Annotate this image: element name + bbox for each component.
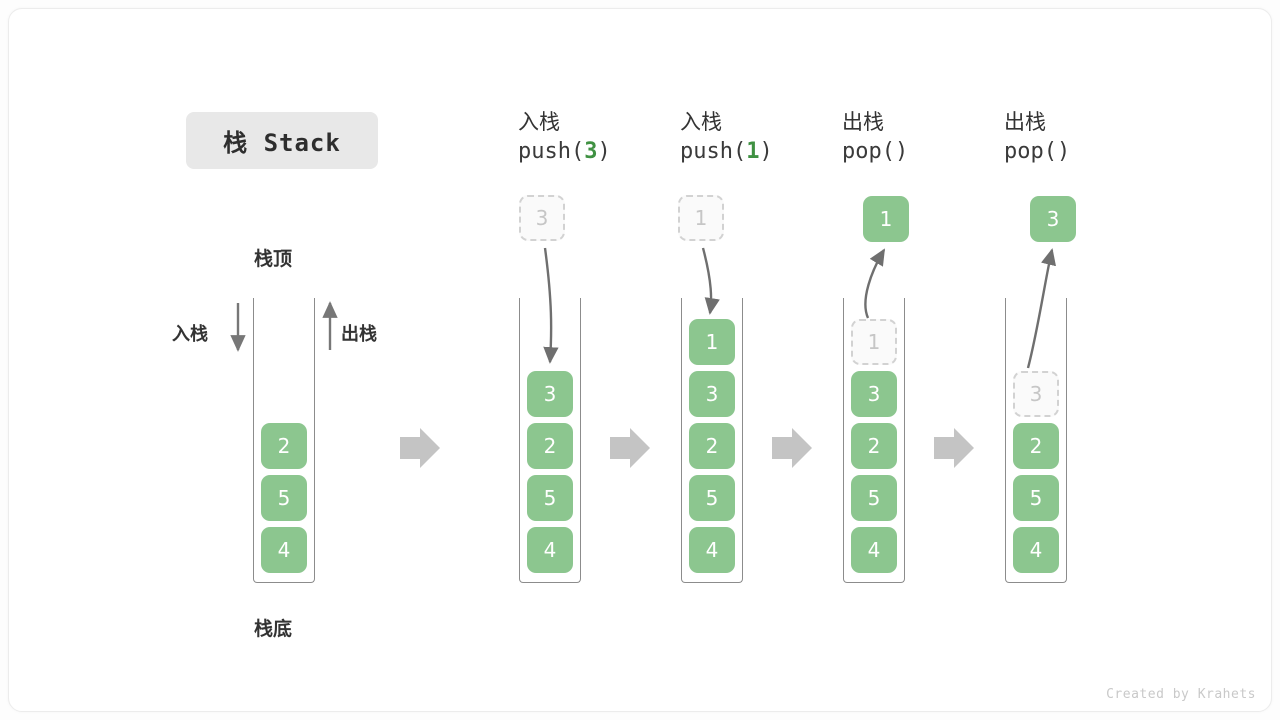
column-header-code: pop() xyxy=(1004,139,1071,164)
stack-column-push-3: 3 2 5 4 xyxy=(519,298,581,583)
stack-item-ghost: 3 xyxy=(1013,371,1059,417)
stack-item: 1 xyxy=(689,319,735,365)
column-header-code: push(1) xyxy=(680,139,773,164)
stack-slots: 3 2 5 4 xyxy=(1006,371,1066,579)
stack-slots: 1 3 2 5 4 xyxy=(844,319,904,579)
code-arg: 3 xyxy=(584,139,598,164)
column-header-zh: 出栈 xyxy=(1004,110,1046,134)
column-header-pop-1: 出栈 pop() xyxy=(842,108,1032,168)
column-header-code: push(3) xyxy=(518,139,611,164)
stack-slots: 1 3 2 5 4 xyxy=(682,319,742,579)
stack-slots: 2 5 4 xyxy=(254,423,314,579)
stack-item: 2 xyxy=(261,423,307,469)
column-header-zh: 出栈 xyxy=(842,110,884,134)
column-header-zh: 入栈 xyxy=(680,110,722,134)
push-direction-label: 入栈 xyxy=(172,324,208,345)
stack-item: 3 xyxy=(689,371,735,417)
column-header-zh: 入栈 xyxy=(518,110,560,134)
stack-item: 3 xyxy=(527,371,573,417)
push-ghost-box-1: 1 xyxy=(678,195,724,241)
stack-item: 4 xyxy=(527,527,573,573)
column-header-code: pop() xyxy=(842,139,909,164)
stack-item: 4 xyxy=(689,527,735,573)
stack-item-ghost: 1 xyxy=(851,319,897,365)
column-header-pop-3: 出栈 pop() xyxy=(1004,108,1194,168)
stack-item: 2 xyxy=(1013,423,1059,469)
stack-item: 2 xyxy=(527,423,573,469)
stack-item: 5 xyxy=(527,475,573,521)
stack-column-pop-1: 1 3 2 5 4 xyxy=(843,298,905,583)
stack-item: 4 xyxy=(851,527,897,573)
stack-item: 5 xyxy=(851,475,897,521)
pop-result-box-1: 1 xyxy=(863,196,909,242)
stack-item: 2 xyxy=(689,423,735,469)
stack-item: 5 xyxy=(261,475,307,521)
pop-result-box-3: 3 xyxy=(1030,196,1076,242)
title-badge: 栈 Stack xyxy=(186,112,378,169)
stack-item: 4 xyxy=(1013,527,1059,573)
pop-direction-label: 出栈 xyxy=(341,324,377,345)
stack-column-push-1: 1 3 2 5 4 xyxy=(681,298,743,583)
stack-column-initial: 2 5 4 xyxy=(253,298,315,583)
stack-item: 3 xyxy=(851,371,897,417)
column-header-push-3: 入栈 push(3) xyxy=(518,108,708,168)
stack-bottom-label: 栈底 xyxy=(254,618,293,640)
credit-text: Created by Krahets xyxy=(1106,687,1256,702)
stack-item: 2 xyxy=(851,423,897,469)
stack-item: 4 xyxy=(261,527,307,573)
stack-item: 5 xyxy=(689,475,735,521)
code-arg: 1 xyxy=(746,139,760,164)
stack-item: 5 xyxy=(1013,475,1059,521)
column-header-push-1: 入栈 push(1) xyxy=(680,108,870,168)
stack-column-pop-3: 3 2 5 4 xyxy=(1005,298,1067,583)
stack-top-label: 栈顶 xyxy=(254,248,293,270)
push-ghost-box-3: 3 xyxy=(519,195,565,241)
stack-slots: 3 2 5 4 xyxy=(520,371,580,579)
